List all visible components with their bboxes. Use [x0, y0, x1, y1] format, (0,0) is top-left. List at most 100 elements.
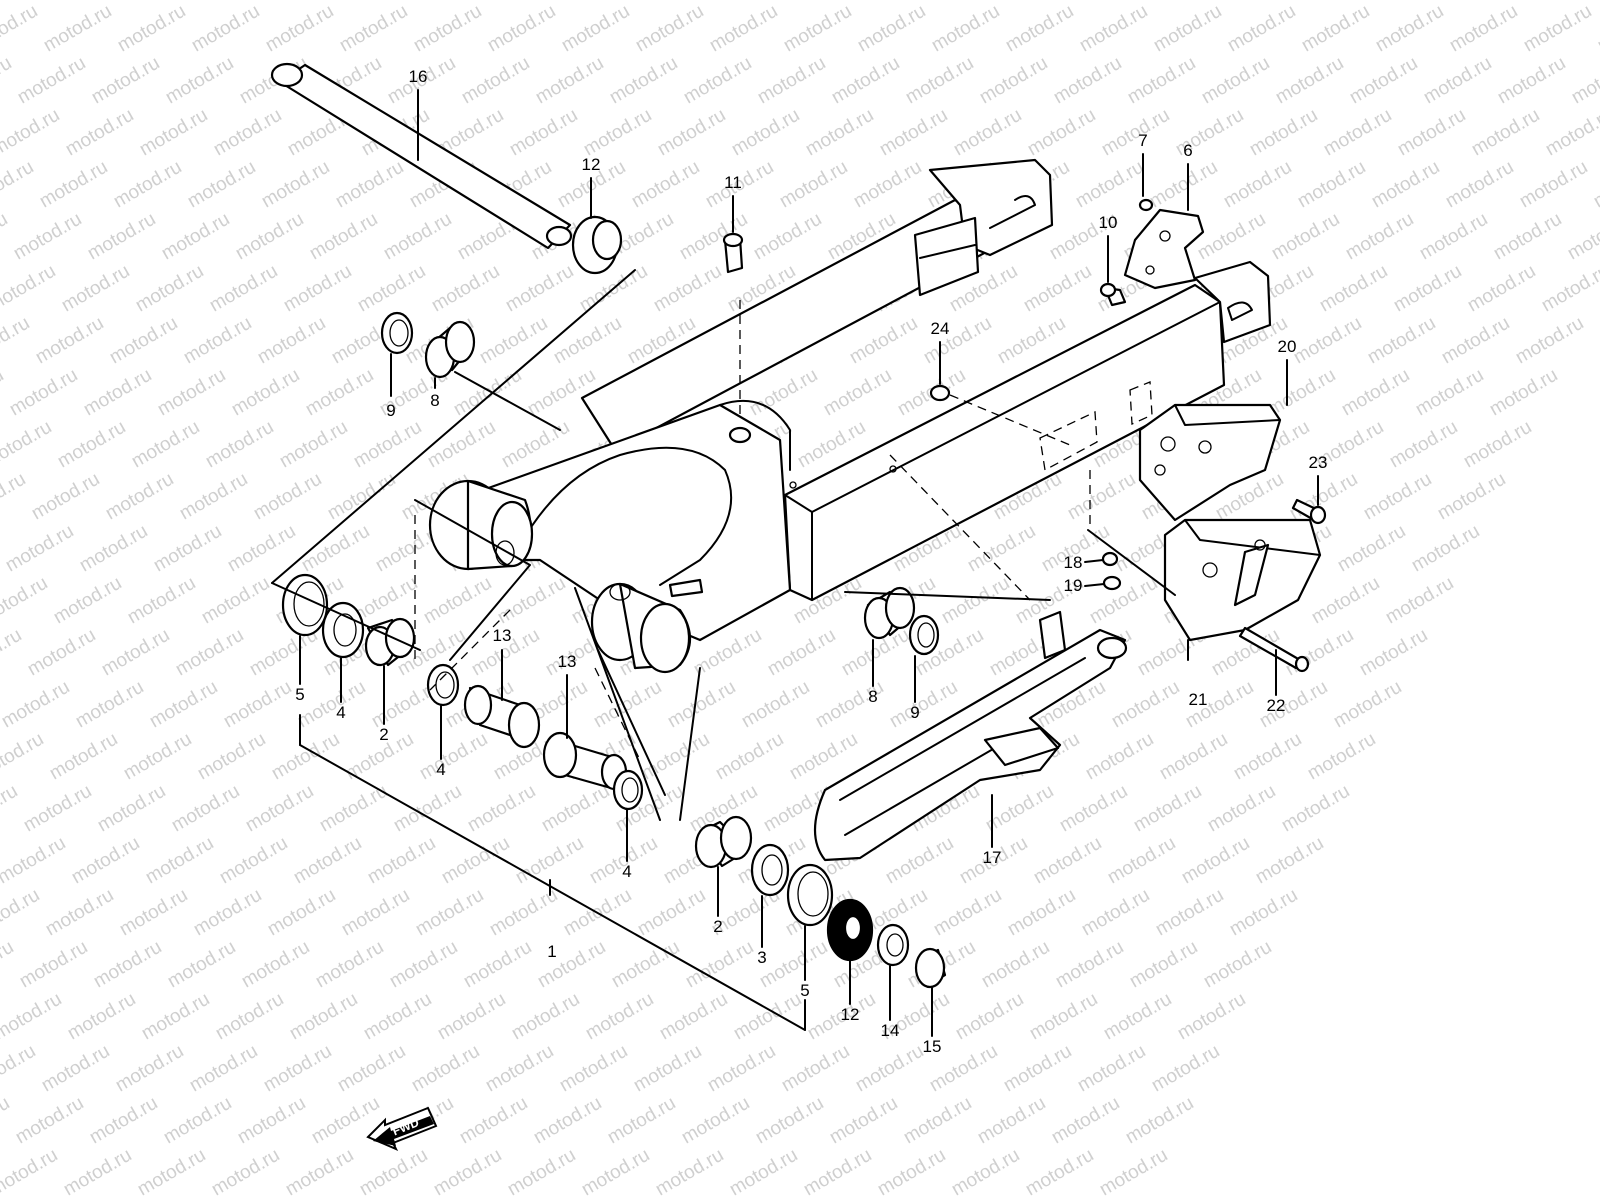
watermark-text: motod.ru: [930, 885, 1005, 941]
watermark-text: motod.ru: [24, 625, 99, 681]
watermark-text: motod.ru: [332, 157, 407, 213]
watermark-text: motod.ru: [1486, 365, 1561, 421]
watermark-text: motod.ru: [132, 261, 207, 317]
watermark-text: motod.ru: [0, 365, 7, 421]
watermark-text: motod.ru: [212, 989, 287, 1045]
watermark-text: motod.ru: [706, 1, 781, 57]
watermark-text: motod.ru: [164, 937, 239, 993]
watermark-text: motod.ru: [250, 469, 325, 525]
watermark-text: motod.ru: [828, 53, 903, 109]
watermark-text: motod.ru: [0, 625, 25, 681]
part-label-24: 24: [931, 319, 950, 338]
watermark-text: motod.ru: [1290, 313, 1365, 369]
watermark-text: motod.ru: [1494, 53, 1569, 109]
watermark-text: motod.ru: [508, 989, 583, 1045]
watermark-text: motod.ru: [1420, 53, 1495, 109]
watermark-text: motod.ru: [380, 209, 455, 265]
watermark-text: motod.ru: [114, 1, 189, 57]
watermark-text: motod.ru: [1520, 1, 1595, 57]
watermark-text: motod.ru: [1156, 729, 1231, 785]
watermark-text: motod.ru: [1078, 885, 1153, 941]
watermark-text: motod.ru: [538, 781, 613, 837]
watermark-text: motod.ru: [1004, 885, 1079, 941]
watermark-text: motod.ru: [1146, 157, 1221, 213]
watermark-text: motod.ru: [1024, 105, 1099, 161]
watermark-text: motod.ru: [0, 1, 41, 57]
watermark-text: motod.ru: [900, 1093, 975, 1149]
watermark-text: motod.ru: [120, 729, 195, 785]
watermark-text: motod.ru: [632, 1, 707, 57]
watermark-text: motod.ru: [460, 937, 535, 993]
watermark-text: motod.ru: [94, 781, 169, 837]
part-label-6: 6: [1183, 141, 1192, 160]
watermark-text: motod.ru: [1124, 53, 1199, 109]
watermark-text: motod.ru: [1130, 781, 1205, 837]
watermark-text: motod.ru: [780, 1, 855, 57]
watermark-text: motod.ru: [1412, 365, 1487, 421]
watermark-text: motod.ru: [0, 261, 59, 317]
watermark-text: motod.ru: [0, 157, 37, 213]
part-label-20: 20: [1278, 337, 1297, 356]
watermark-text: motod.ru: [324, 469, 399, 525]
watermark-text: motod.ru: [1356, 625, 1431, 681]
watermark-text: motod.ru: [964, 521, 1039, 577]
watermark-text: motod.ru: [0, 1093, 13, 1149]
watermark-text: motod.ru: [386, 937, 461, 993]
watermark-text: motod.ru: [260, 1041, 335, 1097]
watermark-text: motod.ru: [1294, 157, 1369, 213]
part-label-13-left: 13: [493, 626, 512, 645]
part-label-23: 23: [1309, 453, 1328, 472]
watermark-text: motod.ru: [42, 885, 117, 941]
part-label-5-left: 5: [295, 685, 304, 704]
watermark-text: motod.ru: [654, 105, 729, 161]
watermark-text: motod.ru: [86, 1093, 161, 1149]
watermark-text: motod.ru: [1246, 105, 1321, 161]
watermark-text: motod.ru: [1338, 365, 1413, 421]
part-label-2-right: 2: [713, 917, 722, 936]
watermark-text: motod.ru: [14, 53, 89, 109]
watermark-text: motod.ru: [38, 1041, 113, 1097]
watermark-text: motod.ru: [1104, 833, 1179, 889]
watermark-text: motod.ru: [430, 1145, 505, 1200]
watermark-text: motod.ru: [210, 105, 285, 161]
watermark-text: motod.ru: [1030, 833, 1105, 889]
watermark-text: motod.ru: [938, 573, 1013, 629]
watermark-text: motod.ru: [978, 937, 1053, 993]
part-label-3-right: 3: [757, 948, 766, 967]
watermark-text: motod.ru: [902, 53, 977, 109]
watermark-text: motod.ru: [1086, 573, 1161, 629]
watermark-text: motod.ru: [0, 833, 69, 889]
watermark-text: motod.ru: [1252, 833, 1327, 889]
watermark-text: motod.ru: [416, 729, 491, 785]
watermark-text: motod.ru: [116, 885, 191, 941]
watermark-text: motod.ru: [800, 1145, 875, 1200]
watermark-text: motod.ru: [12, 1093, 87, 1149]
watermark-text: motod.ru: [390, 781, 465, 837]
watermark-text: motod.ru: [172, 625, 247, 681]
swingarm-body: [428, 158, 1272, 674]
watermark-text: motod.ru: [1386, 417, 1461, 473]
watermark-text: motod.ru: [1198, 53, 1273, 109]
watermark-text: motod.ru: [424, 417, 499, 473]
watermark-text: motod.ru: [952, 989, 1027, 1045]
watermark-text: motod.ru: [1512, 313, 1587, 369]
watermark-text: motod.ru: [180, 313, 255, 369]
watermark-text: motod.ru: [84, 209, 159, 265]
watermark-text: motod.ru: [608, 937, 683, 993]
watermark-text: motod.ru: [550, 313, 625, 369]
watermark-text: motod.ru: [704, 1041, 779, 1097]
part-label-19: 19: [1064, 576, 1083, 595]
watermark-text: motod.ru: [0, 781, 21, 837]
watermark-text: motod.ru: [750, 209, 825, 265]
part-label-2-left: 2: [379, 725, 388, 744]
watermark-text: motod.ru: [316, 781, 391, 837]
watermark-text: motod.ru: [578, 1145, 653, 1200]
watermark-text: motod.ru: [854, 1, 929, 57]
watermark-text: motod.ru: [72, 677, 147, 733]
watermark-text: motod.ru: [580, 105, 655, 161]
watermark-text: motod.ru: [1200, 937, 1275, 993]
watermark-text: motod.ru: [350, 417, 425, 473]
watermark-text: motod.ru: [1122, 1093, 1197, 1149]
watermark-text: motod.ru: [46, 729, 121, 785]
watermark-text: motod.ru: [1272, 53, 1347, 109]
